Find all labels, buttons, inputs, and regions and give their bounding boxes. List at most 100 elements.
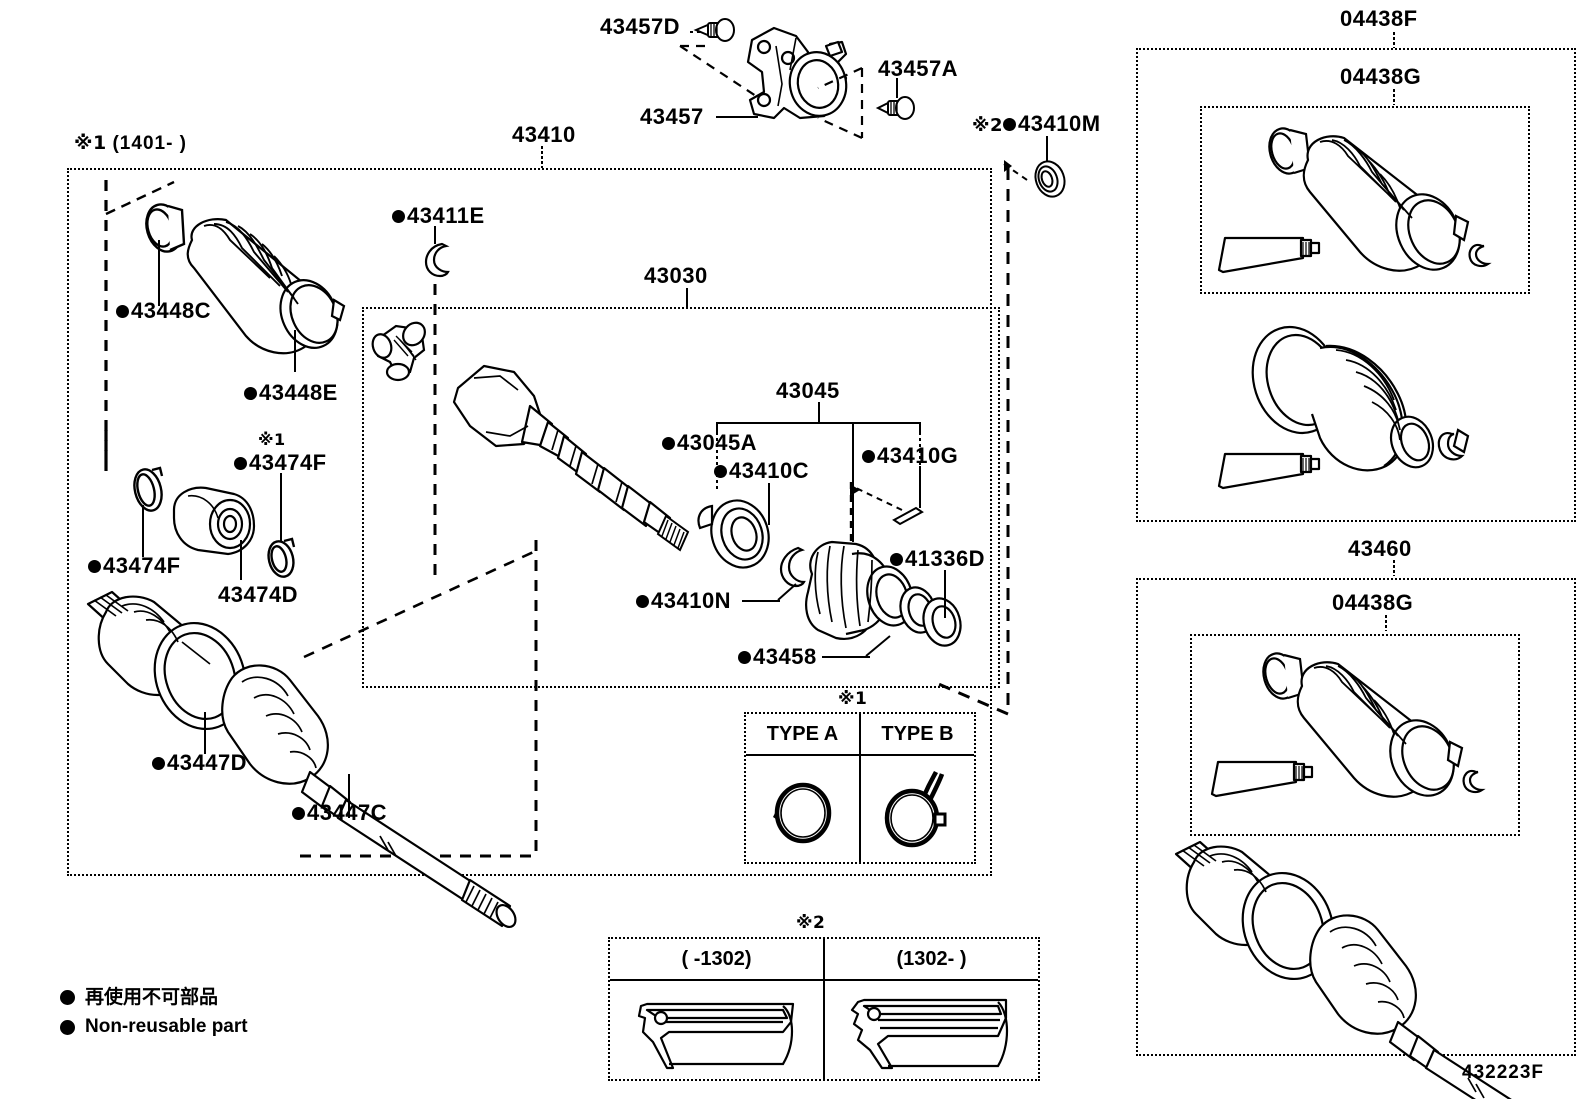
leader-43410	[541, 146, 543, 168]
label-43474d: 43474D	[218, 582, 299, 607]
legend-text-japanese: 再使用不可部品	[85, 986, 219, 1008]
panel-04438f	[1136, 48, 1576, 522]
leader-dash-43410m	[1003, 160, 1031, 183]
nonreusable-dot	[152, 757, 165, 771]
nonreusable-dot	[636, 595, 649, 609]
clamp-type-a-icon	[772, 782, 831, 844]
panel-43460	[1136, 578, 1576, 1056]
type-table: TYPE A TYPE B	[744, 712, 976, 864]
nonreusable-dot	[88, 560, 101, 574]
boot-kit-upper-icon	[1268, 127, 1492, 272]
oil-seal-43410m-icon	[1034, 160, 1066, 198]
label-43410g: 43410G	[862, 445, 958, 467]
leader-43448c	[158, 240, 160, 306]
label-43457d: 43457D	[600, 14, 681, 39]
leader-43411e	[434, 226, 436, 244]
leader-dash-43457a	[817, 66, 864, 140]
leader-43045-branch-left	[716, 422, 718, 434]
leader-43460	[1393, 560, 1395, 576]
note-symbol-1: ※1	[74, 132, 107, 154]
drive-shaft-assembly-icon	[86, 590, 517, 929]
legend-row-japanese: 再使用不可部品	[60, 982, 248, 1012]
nonreusable-dot	[60, 989, 75, 1005]
nonreusable-dot	[244, 387, 257, 401]
label-04438g-panel1: 04438G	[1340, 64, 1422, 89]
note1-header: ※1 (1401- )	[74, 132, 188, 154]
leader-dash-43410g	[850, 484, 903, 511]
pin-43410g-icon	[892, 506, 924, 526]
label-43045a: 43045A	[662, 432, 757, 454]
leader-43410g	[919, 466, 921, 508]
tripod-joint-icon	[371, 321, 426, 382]
type-table-col-b: TYPE B	[881, 722, 954, 745]
knuckle-43457-icon	[746, 26, 848, 120]
nonreusable-dot	[116, 305, 129, 319]
leader-04438f	[1393, 32, 1395, 48]
leader-43410n-hook	[777, 583, 797, 601]
leader-dash-43457d	[679, 44, 757, 97]
cup-43474d-icon	[172, 486, 256, 556]
grease-tube-second-icon	[1217, 452, 1321, 490]
dashline-43410g-vert	[849, 482, 853, 546]
type-table-title: ※1	[838, 689, 868, 709]
nonreusable-dot	[714, 465, 727, 479]
leader-43448e	[294, 330, 296, 372]
leader-43045-branch-left-dot	[716, 432, 718, 492]
label-43410: 43410	[512, 122, 576, 147]
nonreusable-dot	[662, 437, 675, 451]
leader-43474f-left	[142, 505, 144, 557]
label-43448e: 43448E	[244, 382, 338, 404]
leader-43410m	[1046, 136, 1048, 162]
inner-joint-shaft-icon	[452, 364, 690, 552]
boot-clamp-43448c-icon	[145, 203, 186, 253]
dashline-43411e	[433, 284, 437, 580]
leader-43045-stem	[818, 402, 820, 422]
dashline-note1-right	[534, 540, 538, 856]
leader-43458	[822, 656, 870, 658]
label-43457: 43457	[640, 104, 704, 129]
leader-43447d	[204, 712, 206, 754]
leader-43447c	[348, 774, 350, 818]
boot-second-icon	[1251, 325, 1470, 472]
date-table: ( -1302) (1302- )	[608, 937, 1040, 1081]
clamp-43474f-left-icon	[133, 466, 164, 512]
boot-43448e-icon	[186, 218, 346, 355]
nonreusable-dot	[392, 210, 405, 224]
label-41336d: 41336D	[890, 548, 985, 570]
legend: 再使用不可部品 Non-reusable part	[60, 982, 248, 1042]
boot-kit-lower-icon	[1262, 652, 1486, 798]
seal-section-before-icon	[637, 1002, 794, 1070]
bolt-43457a-icon	[875, 96, 915, 120]
label-04438f: 04438F	[1340, 6, 1418, 31]
date-after-cell	[825, 981, 1038, 1081]
drive-shaft-lower-icon	[1174, 840, 1512, 1099]
leader-43045-branch-right	[919, 422, 921, 434]
nonreusable-dot	[862, 450, 875, 464]
date-table-col-before: ( -1302)	[610, 939, 825, 979]
date-table-title: ※2	[796, 913, 826, 933]
label-43458: 43458	[738, 646, 817, 668]
label-43411e: 43411E	[392, 205, 485, 227]
note1-date-range: (1401- )	[112, 133, 188, 154]
date-before-cell	[610, 981, 825, 1081]
date-table-col-after: (1302- )	[896, 947, 967, 970]
type-b-cell	[861, 756, 974, 864]
label-43457a: 43457A	[878, 56, 959, 81]
label-04438g-panel2: 04438G	[1332, 590, 1414, 615]
label-43447c: 43447C	[292, 802, 387, 824]
leader-43045-bar	[716, 422, 920, 424]
leader-04438g-panel1	[1393, 89, 1395, 105]
note1-pointer-top	[105, 180, 175, 216]
dashline-note1-diagonal	[303, 547, 541, 659]
assembly-box-43410	[67, 168, 992, 876]
snap-ring-43411e-icon	[424, 242, 450, 278]
nonreusable-dot	[292, 807, 305, 821]
label-43474f-left: 43474F	[88, 555, 181, 577]
panel-04438g-lower	[1190, 634, 1520, 836]
panel-04438g-upper	[1200, 106, 1530, 294]
leader-04438g-panel2	[1385, 615, 1387, 631]
legend-text-english: Non-reusable part	[85, 1016, 248, 1037]
bearing-43045-icon	[697, 499, 770, 569]
bolt-43457d-icon	[693, 18, 735, 42]
nonreusable-dot	[234, 457, 247, 471]
